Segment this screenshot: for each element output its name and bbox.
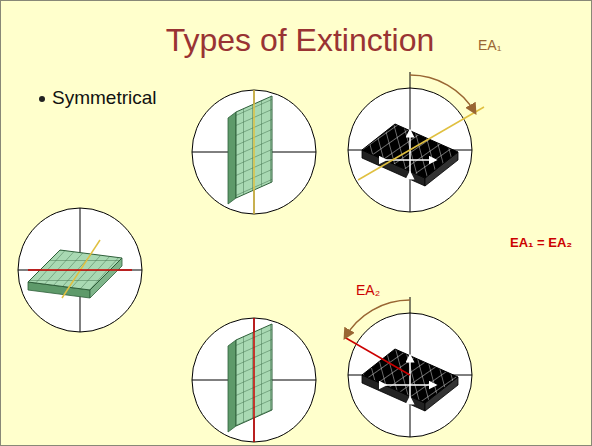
scope-view-bottom (192, 318, 316, 442)
scope-view-top (192, 90, 316, 214)
extinction-view-2 (345, 297, 472, 437)
slide-title-box: Types of Extinction (166, 22, 435, 59)
equality-note: EA₁ = EA₂ (510, 235, 572, 250)
angle-label-box: EA₂ (356, 281, 380, 299)
angle-label: EA₁ (478, 37, 501, 53)
bullet-dot (39, 96, 45, 102)
scope-view-left (18, 208, 142, 332)
slide-title: Types of Extinction (166, 22, 435, 59)
angle-label-box: EA₁ (478, 36, 501, 54)
extinction-view-1 (348, 72, 484, 212)
bullet-text-box: Symmetrical (52, 87, 157, 109)
equality-note-box: EA₁ = EA₂ (510, 233, 572, 251)
angle-label: EA₂ (356, 282, 380, 298)
bullet-text: Symmetrical (52, 87, 157, 109)
